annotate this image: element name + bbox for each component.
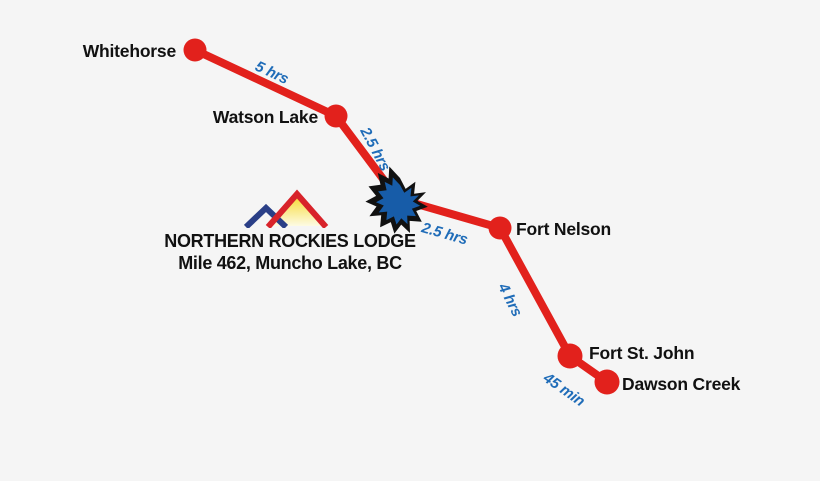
city-label-watson-lake: Watson Lake <box>212 107 318 127</box>
lodge-branding: NORTHERN ROCKIES LODGE Mile 462, Muncho … <box>140 186 440 273</box>
node-dot-whitehorse[interactable] <box>183 38 207 62</box>
node-dot-watson-lake[interactable] <box>324 104 348 128</box>
logo-right-peak-stroke <box>265 189 329 228</box>
city-label-fort-st-john: Fort St. John <box>589 343 695 363</box>
lodge-name: NORTHERN ROCKIES LODGE <box>164 231 416 251</box>
city-label-fort-nelson: Fort Nelson <box>516 219 612 239</box>
city-label-dawson-creek: Dawson Creek <box>622 374 741 394</box>
route-segment-fort-nelson-fort-st-john <box>496 224 574 360</box>
logo-right-peak-fill <box>268 195 326 226</box>
starburst-icon[interactable] <box>365 166 428 234</box>
mountain-peaks-logo-icon <box>243 189 329 228</box>
lodge-address: Mile 462, Muncho Lake, BC <box>178 252 402 273</box>
route-nodes <box>183 38 620 395</box>
node-dot-fort-st-john[interactable] <box>557 343 583 369</box>
node-dot-fort-nelson[interactable] <box>488 216 512 240</box>
route-segment-whitehorse-watson-lake <box>191 46 340 120</box>
node-dot-dawson-creek[interactable] <box>594 369 620 395</box>
logo-left-peak-stroke <box>243 203 289 228</box>
city-label-whitehorse: Whitehorse <box>82 41 176 61</box>
starburst-inner-shape <box>376 177 421 225</box>
